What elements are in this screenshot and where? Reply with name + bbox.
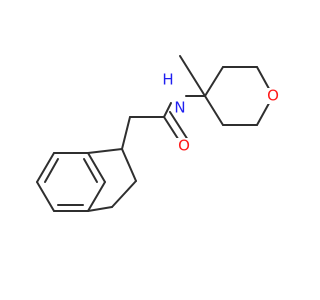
molecule-svg: N H O O <box>36 55 280 212</box>
molecule-structure: N H O O <box>36 55 280 212</box>
nitrogen-atom: N <box>174 99 185 117</box>
hydrogen-atom: H <box>162 71 173 89</box>
bond-thp-1 <box>204 66 224 97</box>
nitrogen-label-bg <box>172 101 188 113</box>
bond-cyclopentane-1 <box>87 148 123 154</box>
bond-benzene-inner-2 <box>83 158 98 183</box>
bond-methyl <box>179 55 206 97</box>
bond-thp-6 <box>204 95 224 126</box>
bond-benzene-4 <box>87 181 106 212</box>
bond-benzene-3 <box>87 152 106 183</box>
bond-cyclopentane-3 <box>111 180 137 208</box>
bond-benzene-6 <box>36 181 55 212</box>
bond-cyclopentane-2 <box>121 148 137 182</box>
bond-cyclopentane-4 <box>87 206 113 212</box>
bond-benzene-1 <box>36 152 55 183</box>
bond-benzene-inner-1 <box>44 158 59 183</box>
oxygen-carbonyl-bg <box>176 138 192 154</box>
bond-ch2-1 <box>121 116 131 150</box>
bond-carbonyl-double <box>169 111 189 141</box>
bond-amide <box>163 102 172 118</box>
carbonyl-oxygen: O <box>178 137 190 155</box>
ring-oxygen-bg <box>264 88 280 104</box>
ring-oxygen: O <box>267 87 279 105</box>
